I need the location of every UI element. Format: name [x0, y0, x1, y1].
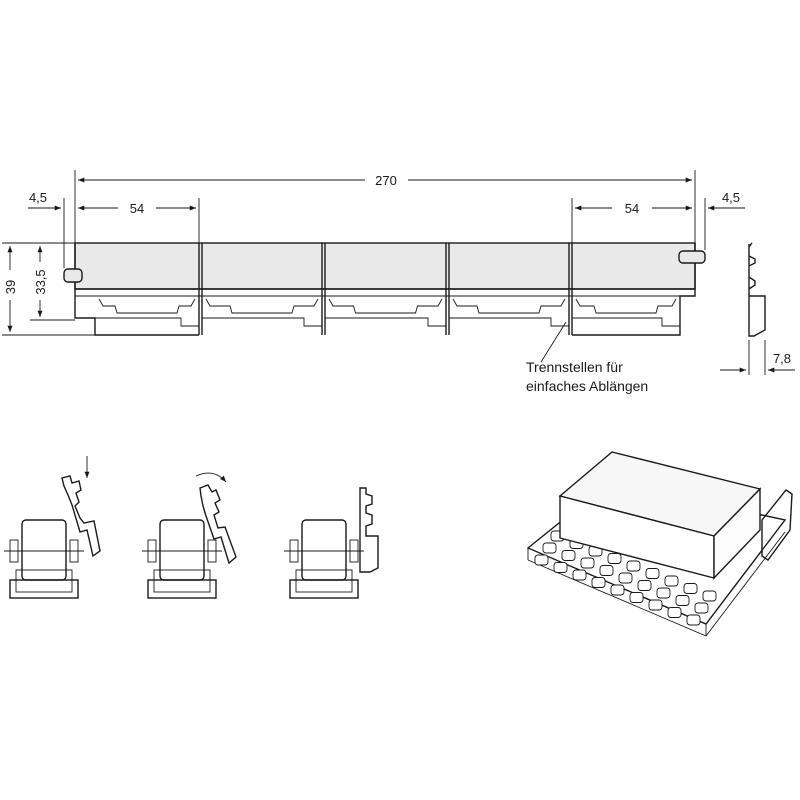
- dimension-labels: 270 54 54 4,5 4,5 39 33,5 7,8: [3, 173, 791, 366]
- strip-front-view: [63, 242, 706, 336]
- iso-roller: [667, 607, 682, 618]
- flange-step: [202, 317, 322, 327]
- flange-tooth: [98, 298, 196, 314]
- iso-roller: [607, 553, 622, 564]
- iso-roller: [648, 599, 663, 611]
- iso-roller: [534, 554, 549, 566]
- iso-roller: [610, 584, 625, 596]
- mounting-step-3: [284, 487, 379, 599]
- iso-roller: [683, 583, 698, 594]
- dim-end-right: 4,5: [722, 190, 740, 205]
- dim-height-inner: 33,5: [33, 269, 48, 294]
- flange-step: [449, 317, 569, 327]
- iso-roller: [637, 580, 652, 591]
- flange-step: [325, 317, 446, 327]
- dim-height-total: 39: [3, 280, 18, 294]
- iso-roller: [591, 577, 606, 588]
- note-line-2: einfaches Ablängen: [526, 378, 648, 394]
- flange-step: [95, 317, 199, 327]
- side-profile-view: [720, 242, 795, 375]
- dim-total-length: 270: [375, 173, 397, 188]
- iso-roller: [629, 592, 644, 603]
- iso-roller: [656, 587, 671, 599]
- mounting-step-1: [4, 456, 101, 599]
- flange-tooth: [575, 298, 677, 314]
- dim-segment-right: 54: [625, 201, 639, 216]
- iso-roller: [626, 560, 641, 572]
- iso-roller: [694, 602, 709, 614]
- iso-roller: [675, 595, 690, 606]
- flange-step: [572, 317, 680, 327]
- iso-roller: [572, 569, 587, 581]
- iso-roller: [686, 614, 701, 626]
- iso-roller: [580, 557, 595, 569]
- note-line-1: Trennstellen für: [526, 359, 623, 375]
- iso-roller: [599, 565, 614, 576]
- iso-roller: [664, 575, 679, 587]
- iso-roller: [702, 590, 717, 602]
- isometric-roller-conveyor: [526, 451, 793, 637]
- mounting-step-2: [142, 472, 237, 599]
- iso-roller: [618, 572, 633, 584]
- flange-tooth: [452, 298, 566, 314]
- flange-tooth: [328, 298, 443, 314]
- flange-tooth: [205, 298, 319, 314]
- cutting-note: Trennstellen für einfaches Ablängen: [526, 359, 648, 394]
- iso-roller: [561, 550, 576, 561]
- dim-segment-left: 54: [130, 201, 144, 216]
- dimension-lines: [2, 170, 745, 363]
- dim-end-left: 4,5: [29, 190, 47, 205]
- iso-roller: [645, 568, 660, 579]
- dim-profile-thickness: 7,8: [773, 351, 791, 366]
- iso-roller: [542, 542, 557, 554]
- iso-roller: [553, 562, 568, 573]
